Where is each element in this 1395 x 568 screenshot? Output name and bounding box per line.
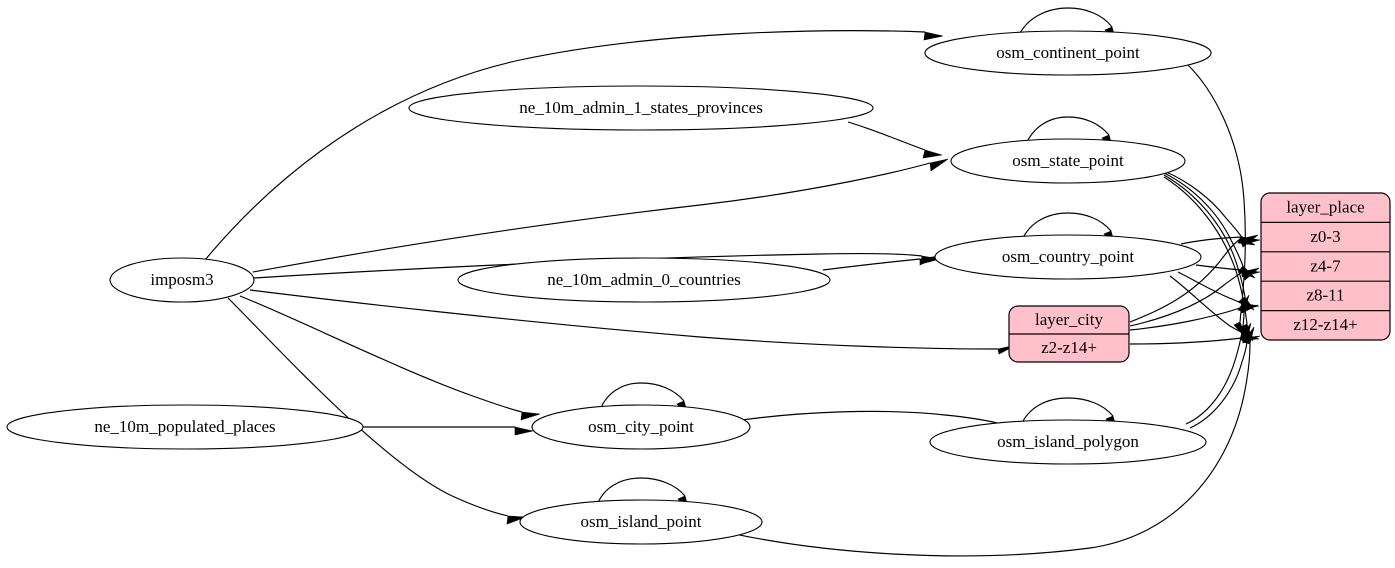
node-ne-10m-populated-places[interactable]: ne_10m_populated_places xyxy=(6,404,364,450)
edges-layer xyxy=(204,7,1261,557)
node-osm-island-polygon[interactable]: osm_island_polygon xyxy=(929,419,1207,465)
edge-layer-city-to-z4-7 xyxy=(1129,267,1260,327)
edge-osm-island-polygon-to-z12 xyxy=(1189,322,1252,429)
edge-imposm3-to-osm-continent-point xyxy=(204,30,944,261)
node-layer-city[interactable]: layer_city z2-z14+ xyxy=(1008,305,1130,363)
edge-imposm3-to-osm-city-point xyxy=(239,295,541,421)
edge-imposm3-to-osm-state-point xyxy=(252,158,949,273)
nodes-layer: imposm3 ne_10m_admin_1_states_provinces … xyxy=(6,30,1212,545)
edge-osm-island-polygon-to-z8-11 xyxy=(1185,294,1250,425)
node-osm-city-point[interactable]: osm_city_point xyxy=(531,404,751,450)
node-osm-continent-point[interactable]: osm_continent_point xyxy=(924,30,1212,76)
node-osm-country-point[interactable]: osm_country_point xyxy=(934,234,1202,280)
node-osm-state-point[interactable]: osm_state_point xyxy=(950,138,1186,184)
node-ne-10m-admin-0-countries[interactable]: ne_10m_admin_0_countries xyxy=(457,257,831,303)
edge-ne-states-to-osm-state-point xyxy=(847,121,943,159)
node-ne-10m-admin-1-states-provinces[interactable]: ne_10m_admin_1_states_provinces xyxy=(408,85,874,131)
node-osm-island-point[interactable]: osm_island_point xyxy=(519,499,763,545)
edge-layer-city-to-z0-3 xyxy=(1129,234,1259,323)
node-imposm3[interactable]: imposm3 xyxy=(109,257,255,303)
edge-osm-island-point-to-z12 xyxy=(734,326,1255,557)
edge-ne-countries-to-osm-country-point xyxy=(822,255,939,271)
edge-ne-places-to-osm-city-point xyxy=(363,426,534,436)
node-layer-place[interactable]: layer_place z0-3 z4-7 z8-11 z12-z14+ xyxy=(1260,192,1391,341)
